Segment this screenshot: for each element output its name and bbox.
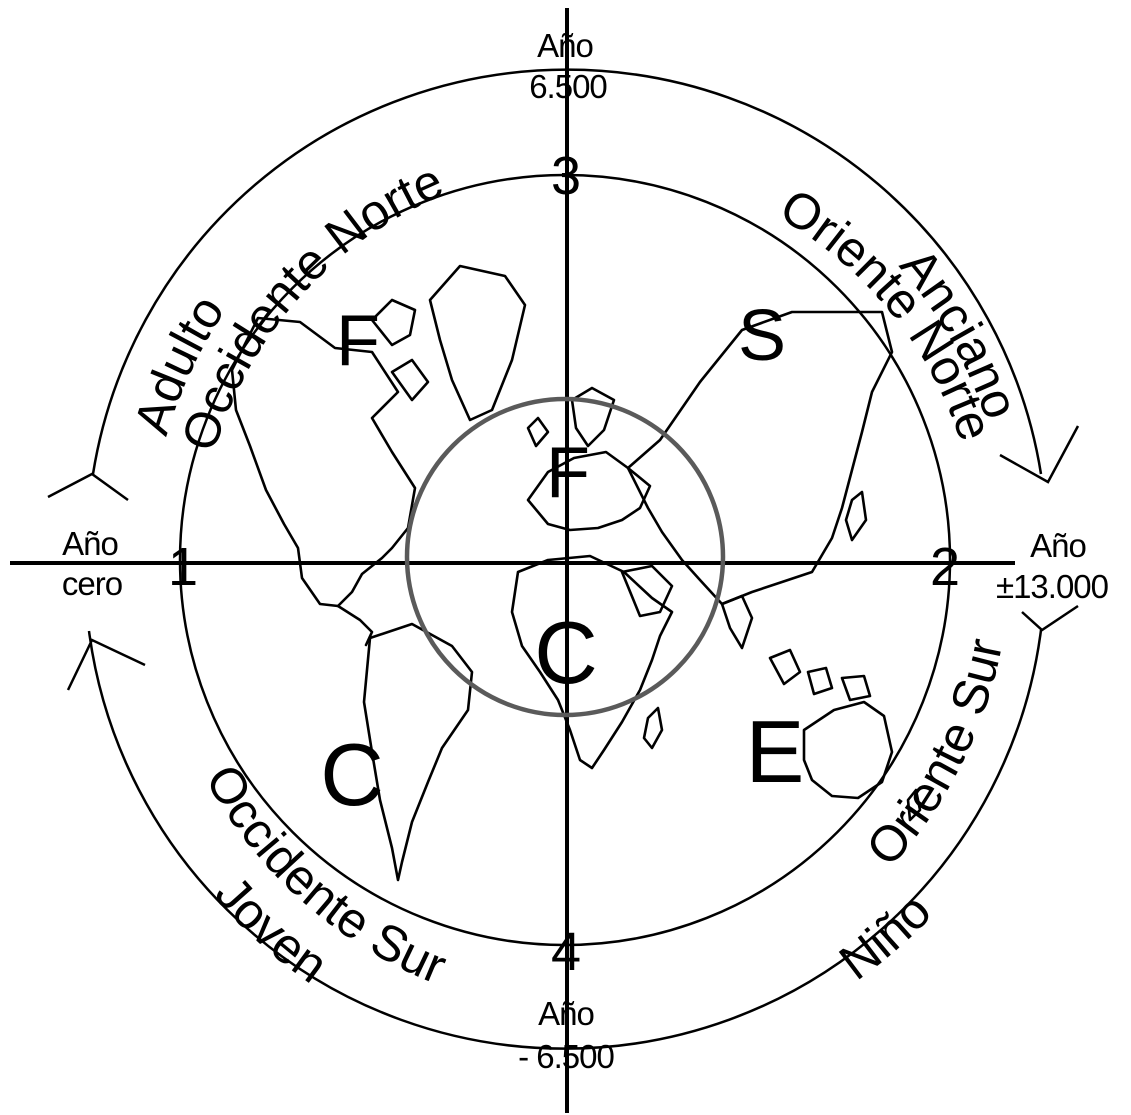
arc-label-nino: Niño	[829, 883, 942, 991]
lower-left-arrowhead	[68, 640, 145, 690]
point-1-label: 1	[168, 537, 198, 597]
year-right-line1: Año	[1030, 527, 1086, 564]
right-arrow-tail	[1022, 606, 1078, 630]
year-top-line2: 6.500	[529, 68, 607, 105]
point-2-label: 2	[930, 537, 960, 597]
japan-outline	[846, 492, 866, 540]
year-bottom-line2: - 6.500	[518, 1038, 614, 1075]
letter-north-west: F	[336, 301, 380, 381]
year-right-line2: ±13.000	[996, 568, 1109, 605]
southeast-asia-islands-outline	[770, 650, 870, 700]
letter-south-west: C	[320, 725, 384, 824]
british-isles-outline	[528, 418, 548, 446]
arabia-india-outline	[622, 566, 752, 648]
madagascar-outline	[644, 708, 662, 748]
letter-inner-top: F	[546, 433, 590, 513]
point-4-label: 4	[551, 922, 581, 982]
arctic-islands-outline	[372, 300, 428, 400]
left-arrow-tail	[48, 474, 128, 500]
year-left-line2: cero	[62, 565, 122, 602]
letter-inner-bottom: C	[534, 603, 598, 702]
year-top-line1: Año	[537, 27, 593, 64]
point-3-label: 3	[551, 146, 581, 206]
central-america-outline	[338, 606, 372, 645]
upper-right-arrowhead	[1000, 426, 1078, 482]
letter-north-east: S	[738, 296, 786, 376]
arc-label-nino-path: Niño	[829, 883, 942, 991]
letter-south-east: E	[746, 702, 805, 801]
year-left-line1: Año	[62, 525, 118, 562]
greenland-outline	[430, 266, 525, 420]
year-bottom-line1: Año	[538, 995, 594, 1032]
